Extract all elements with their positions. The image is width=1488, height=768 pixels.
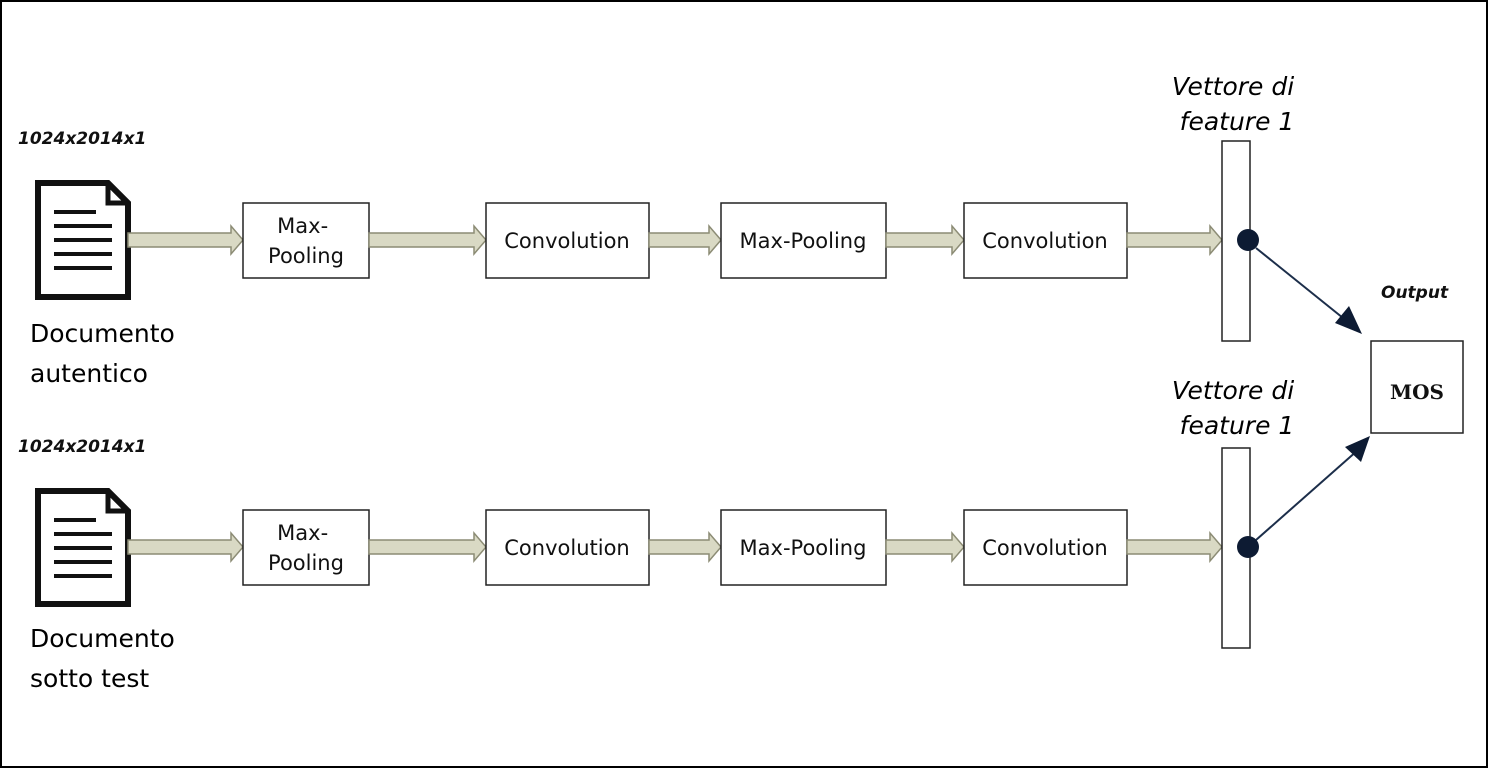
svg-text:Convolution: Convolution (982, 536, 1107, 560)
flow-arrow (648, 530, 722, 564)
svg-text:Max-Pooling: Max-Pooling (740, 229, 867, 253)
arrow-shape (648, 530, 722, 564)
svg-text:Max- Pooling: Max- Pooling (268, 521, 344, 575)
document-icon (35, 180, 131, 300)
convolution-block: Convolution (963, 202, 1128, 279)
svg-text:MOS: MOS (1390, 380, 1444, 404)
convolution-block: Convolution (963, 509, 1128, 586)
arrow-shape (368, 223, 487, 257)
arrow-shape (127, 530, 244, 564)
arrow-shape (1126, 223, 1223, 257)
arrow-shape (1126, 530, 1223, 564)
edge-to-output (1255, 449, 1359, 541)
arrowhead (1345, 436, 1370, 462)
svg-text:Convolution: Convolution (504, 536, 629, 560)
flow-arrow (648, 223, 722, 257)
max-pooling-block: Max-Pooling (720, 509, 887, 586)
document-icon (35, 488, 131, 607)
flow-arrow (127, 530, 244, 564)
arrowhead (1335, 306, 1362, 334)
max-pooling-block: Max- Pooling (242, 509, 370, 586)
convolution-block: Convolution (485, 509, 650, 586)
flow-arrow (127, 223, 244, 257)
arrow-shape (127, 223, 244, 257)
arrow-shape (885, 223, 965, 257)
row-test: 1024x2014x1 Documento sotto test Max- (18, 376, 1302, 693)
flow-arrow (1126, 223, 1223, 257)
flow-arrow (368, 530, 487, 564)
arrow-shape (648, 223, 722, 257)
feature-vector (1221, 140, 1259, 342)
svg-text:Max- Pooling: Max- Pooling (268, 214, 344, 268)
input-dimension-label: 1024x2014x1 (18, 437, 146, 457)
document-label: Documento sotto test (30, 624, 183, 693)
flow-arrow (885, 530, 965, 564)
max-pooling-block: Max-Pooling (720, 202, 887, 279)
mos-box: MOS (1370, 340, 1464, 434)
arrow-shape (368, 530, 487, 564)
arrow-shape (885, 530, 965, 564)
flow-arrow (885, 223, 965, 257)
svg-text:Max-Pooling: Max-Pooling (740, 536, 867, 560)
row-authentic: 1024x2014x1 Documento autentico Max- (18, 72, 1302, 388)
svg-text:Convolution: Convolution (982, 229, 1107, 253)
input-dimension-label: 1024x2014x1 (18, 129, 146, 149)
document-label: Documento autentico (30, 319, 183, 388)
feature-node (1237, 229, 1259, 251)
max-pooling-block: Max- Pooling (242, 202, 370, 279)
feature-vector (1221, 447, 1259, 649)
flow-arrow (1126, 530, 1223, 564)
output-section: Output MOS (1255, 247, 1464, 541)
edge-to-output (1255, 247, 1349, 323)
svg-text:Convolution: Convolution (504, 229, 629, 253)
flow-arrow (368, 223, 487, 257)
convolution-block: Convolution (485, 202, 650, 279)
feature-vector-label: Vettore di feature 1 (1172, 72, 1302, 136)
output-label: Output (1381, 283, 1449, 303)
feature-vector-label: Vettore di feature 1 (1172, 376, 1302, 440)
feature-node (1237, 536, 1259, 558)
